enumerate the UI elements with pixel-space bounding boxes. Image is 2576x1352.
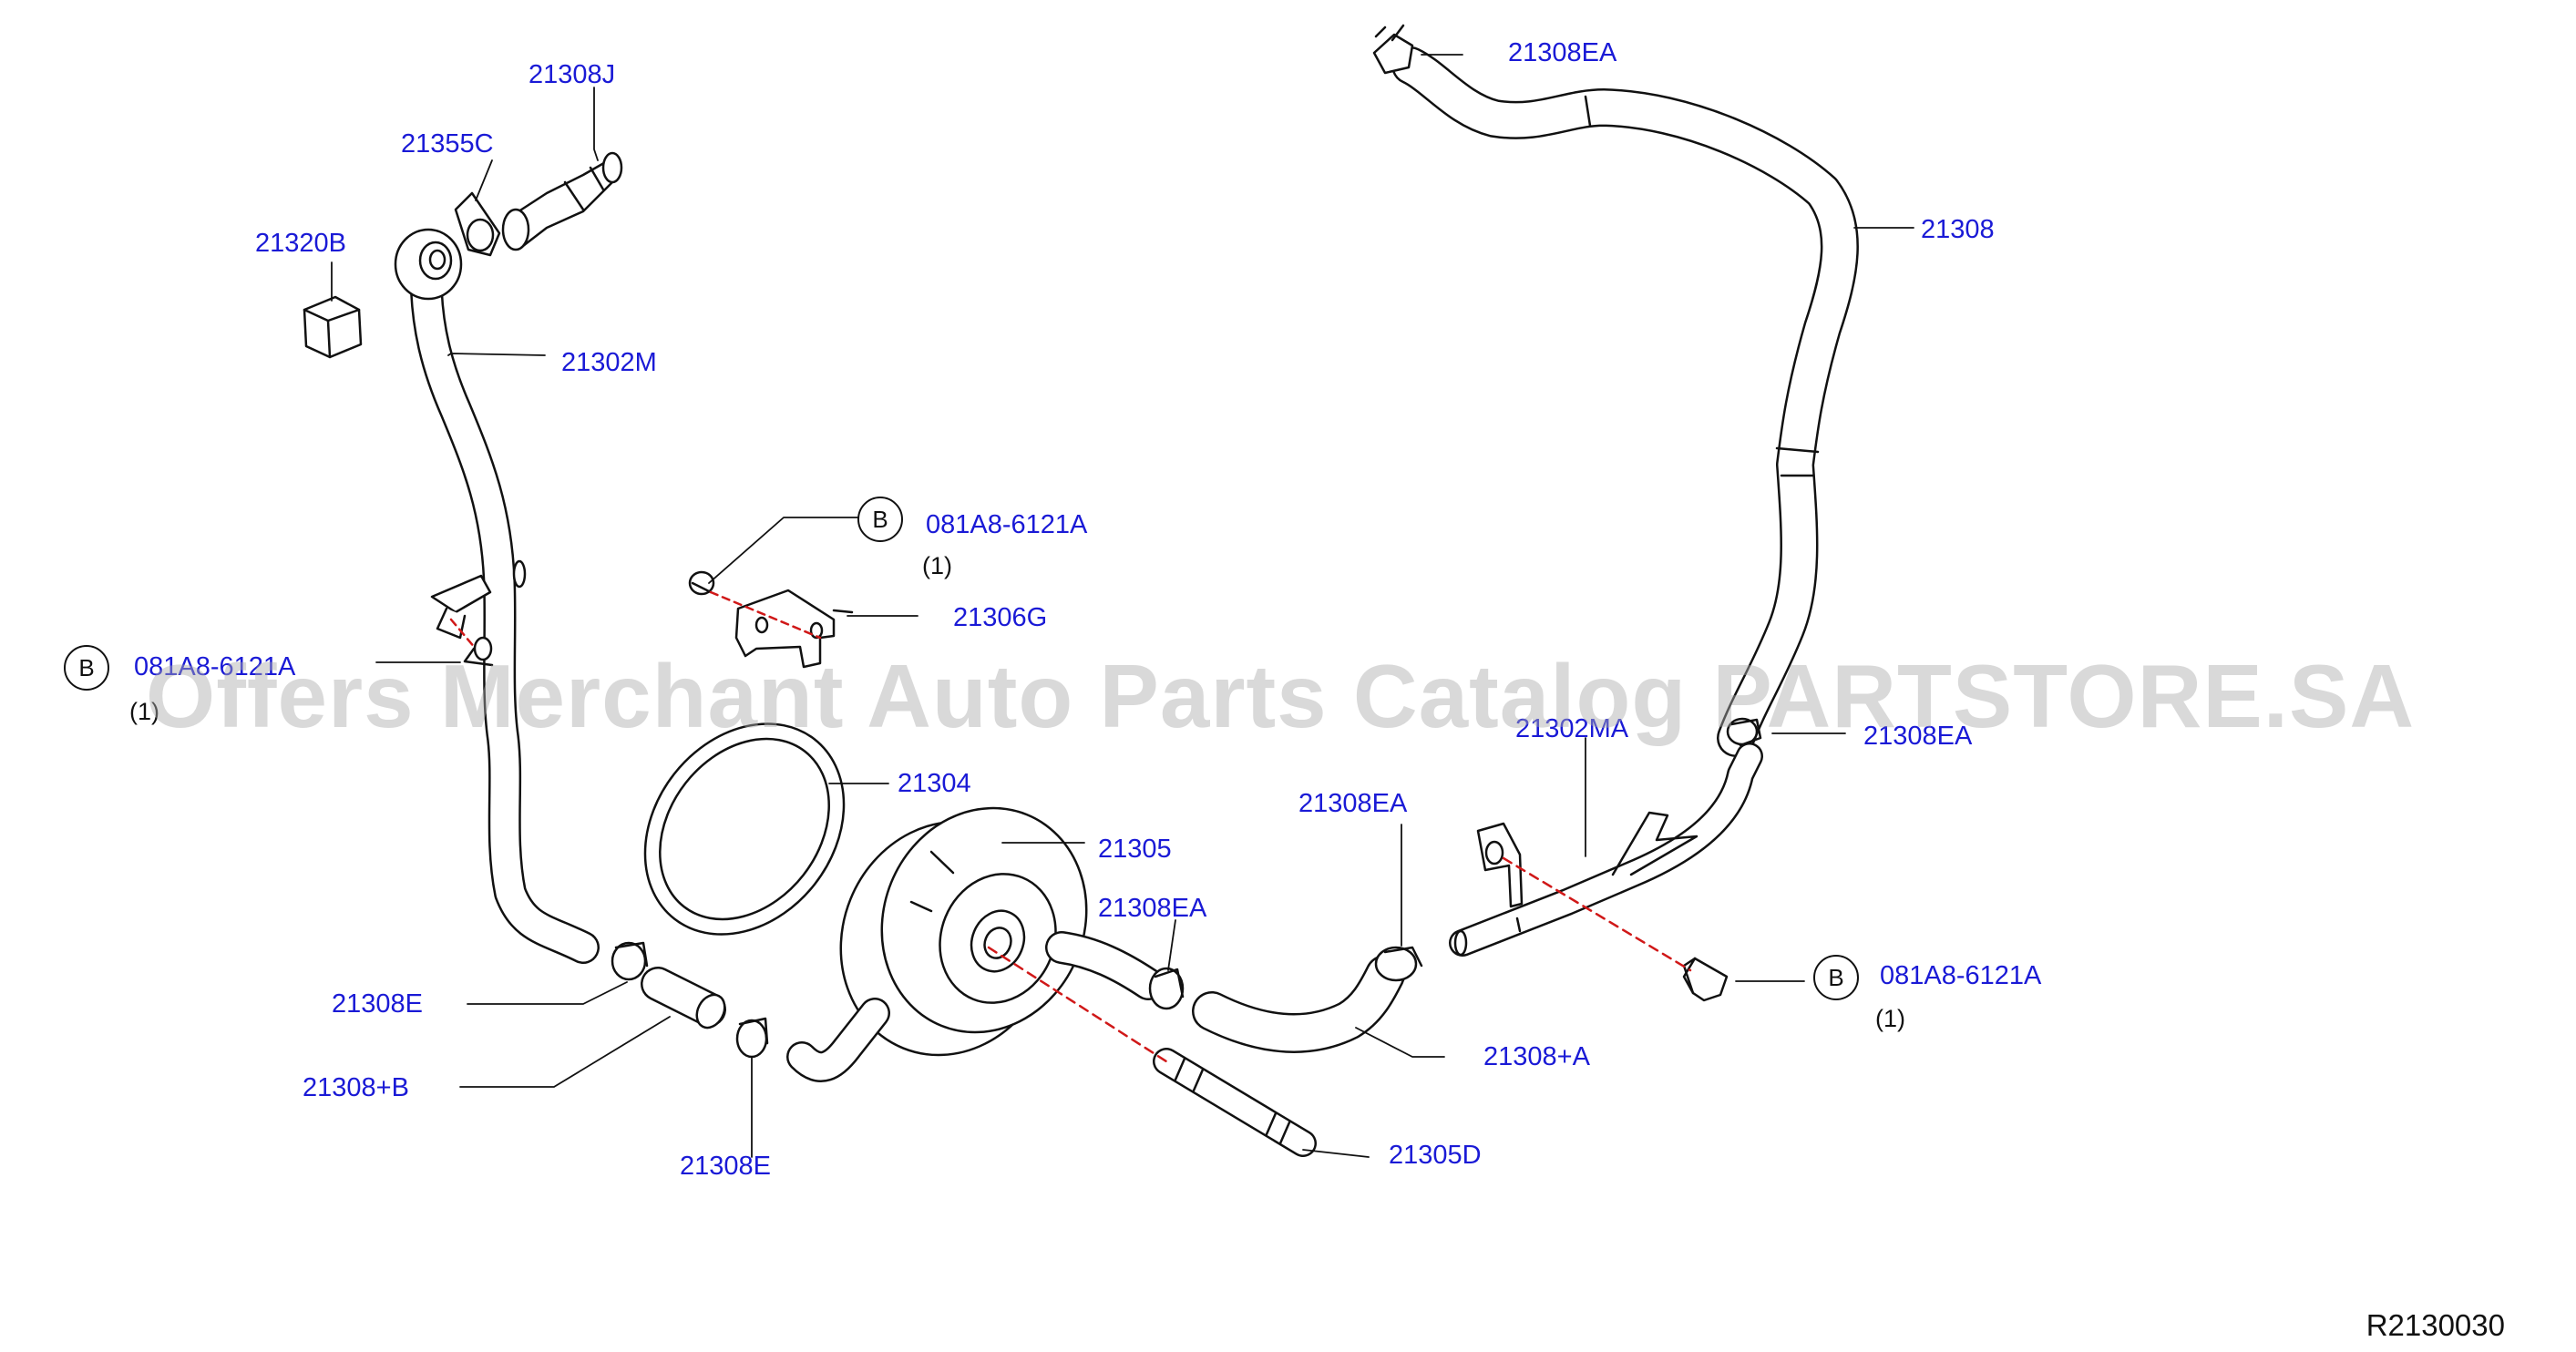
label-21306g: 21306G [953, 603, 1048, 632]
clamp-21308ea-right [1726, 717, 1762, 747]
bolt-right [1682, 957, 1729, 1002]
clamp-21308ea-mid [1148, 967, 1185, 1010]
label-21305: 21305 [1098, 835, 1172, 864]
label-21308: 21308 [1921, 215, 1995, 244]
center-bolt-21305d [1153, 1048, 1317, 1157]
hose-21302m [410, 275, 600, 964]
label-21308ea-lower: 21308EA [1298, 789, 1408, 818]
banjo-fitting [394, 228, 463, 301]
label-21308e-bottom: 21308E [680, 1152, 771, 1181]
connector-21308j [501, 151, 623, 251]
label-21308e-left: 21308E [332, 989, 423, 1019]
bolt-badge-2: B [64, 645, 109, 691]
hose-21308b [641, 967, 726, 1029]
label-21355c: 21355C [401, 129, 494, 159]
label-bolt-3: 081A8-6121A [1880, 961, 2042, 990]
cap-nut-21320b [303, 295, 363, 359]
bracket-21306g [734, 589, 854, 669]
left-hose-bracket [430, 559, 527, 640]
bolt-small-21306g [688, 570, 715, 596]
bolt-badge-3: B [1813, 955, 1859, 1000]
label-21308ea-mid: 21308EA [1098, 894, 1207, 923]
label-21304: 21304 [898, 769, 971, 798]
label-21308ea-right: 21308EA [1863, 722, 1973, 751]
label-21305d: 21305D [1389, 1141, 1482, 1170]
clamp-21308e-bottom [735, 1017, 769, 1059]
quantity-1: (1) [922, 552, 952, 579]
oil-cooler-21305 [839, 806, 1088, 1057]
clamp-21308ea-lower [1374, 946, 1423, 982]
left-bracket-bolt [463, 636, 494, 667]
cooler-outlet-pipe [1045, 931, 1165, 1000]
quantity-3: (1) [1875, 1005, 1905, 1032]
bracket-21302ma [1476, 811, 1699, 908]
label-21308j: 21308J [529, 60, 616, 89]
label-21302ma: 21302MA [1515, 714, 1629, 743]
washer-21355c [454, 191, 501, 257]
o-ring-21304 [643, 722, 846, 936]
quantity-2: (1) [129, 698, 159, 725]
label-21308a: 21308+A [1483, 1042, 1590, 1071]
label-21308ea-top: 21308EA [1508, 38, 1617, 67]
label-21320b: 21320B [255, 229, 346, 258]
hose-21308 [1391, 46, 1859, 757]
label-bolt-1: 081A8-6121A [926, 510, 1088, 539]
hose-21308a [1192, 955, 1405, 1053]
label-bolt-2: 081A8-6121A [134, 652, 296, 681]
cooler-inlet-pipe [786, 998, 890, 1082]
label-21308b: 21308+B [303, 1073, 409, 1102]
clamp-21308ea-top [1372, 24, 1414, 75]
bolt-badge-1: B [857, 497, 903, 542]
clamp-21308e-left [611, 941, 649, 981]
diagram-reference-code: R2130030 [2366, 1308, 2505, 1342]
label-21302m: 21302M [561, 348, 657, 377]
leader-lines [331, 54, 1914, 1158]
